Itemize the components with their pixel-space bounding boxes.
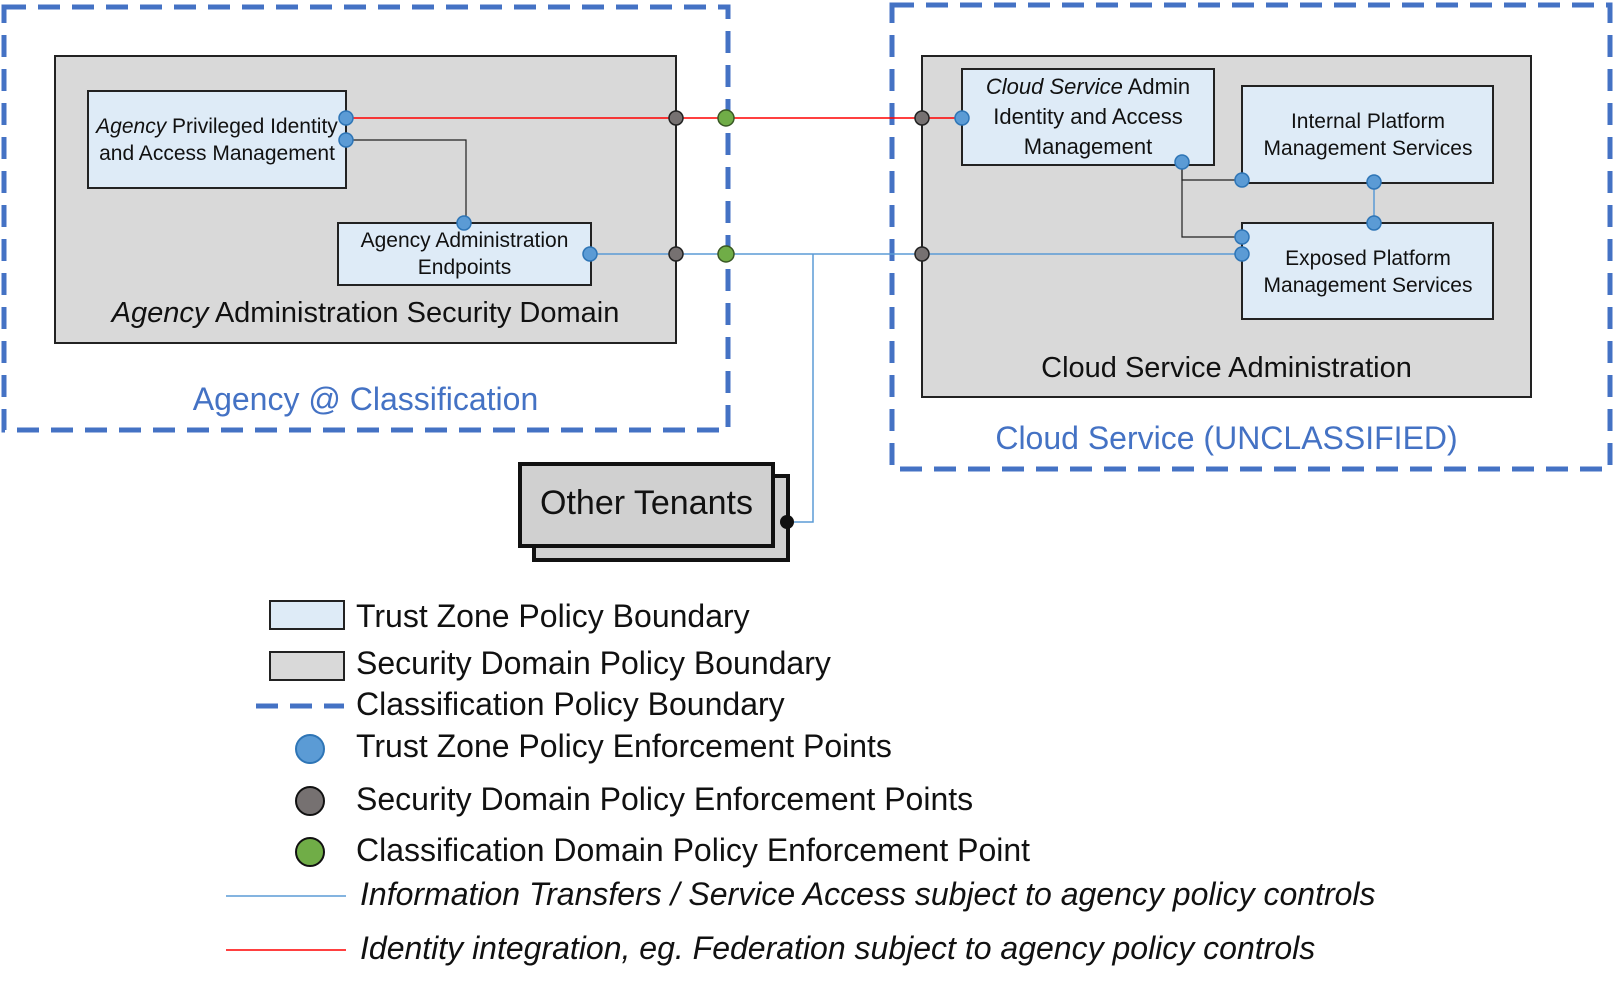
trust-zone-pep — [1234, 229, 1250, 245]
agency-endpoints-label: Agency Administration Endpoints — [342, 225, 587, 283]
other-tenants-link-line — [787, 254, 814, 523]
legend-info-line-label: Information Transfers / Service Access s… — [360, 876, 1376, 912]
exposed-platform-text: Exposed Platform Management Services — [1263, 247, 1473, 297]
internal-platform-text: Internal Platform Management Services — [1263, 110, 1473, 160]
cloud-iam-label: Cloud Service Admin Identity and Access … — [966, 71, 1210, 163]
other-tenants-label: Other Tenants — [540, 484, 753, 522]
cloud-classification-boundary — [889, 2, 1613, 472]
trust-zone-pep — [456, 215, 472, 231]
agency-endpoints-box — [337, 222, 592, 286]
legend-security-domain-label: Security Domain Policy Boundary — [356, 645, 831, 681]
trust-zone-pep — [1234, 246, 1250, 262]
agency-classification-label: Agency @ Classification — [192, 381, 539, 417]
agency-iam-label: Agency Privileged Identity and Access Ma… — [92, 94, 342, 185]
agency-iam-box — [87, 90, 347, 189]
cloud-classification-label: Cloud Service (UNCLASSIFIED) — [995, 420, 1458, 456]
agency-security-domain-label-italic: Agency — [111, 297, 209, 329]
legend-classification-pep-icon — [295, 837, 325, 867]
trust-zone-pep — [1234, 172, 1250, 188]
legend-trust-zone-label: Trust Zone Policy Boundary — [356, 598, 750, 634]
legend-trust-zone-pep-icon — [295, 734, 325, 764]
legend-security-domain-pep-label: Security Domain Policy Enforcement Point… — [356, 781, 974, 817]
agency-security-domain-label: Agency Administration Security Domain — [60, 297, 671, 330]
security-domain-pep — [668, 246, 684, 262]
agency-iam-to-endpoints-line — [346, 139, 467, 223]
cloud-iam-to-exposed-line — [1181, 162, 1242, 238]
exposed-platform-box — [1241, 222, 1494, 320]
trust-zone-pep — [1174, 154, 1190, 170]
legend-identity-line-label: Identity integration, eg. Federation sub… — [360, 930, 1316, 966]
classification-pep — [717, 245, 735, 263]
trust-zone-pep — [1366, 215, 1382, 231]
exposed-platform-label: Exposed Platform Management Services — [1258, 227, 1478, 317]
cloud-iam-label-italic: Cloud Service — [985, 74, 1123, 99]
security-domain-pep — [668, 110, 684, 126]
security-domain-pep — [914, 110, 930, 126]
agency-iam-label-rest: Privileged Identity and Access Managemen… — [99, 114, 338, 165]
trust-zone-pep — [582, 246, 598, 262]
legend-trust-zone-swatch — [269, 600, 345, 630]
trust-zone-pep — [1366, 174, 1382, 190]
cloud-iam-label-rest: Admin Identity and Access Management — [993, 74, 1191, 159]
agency-classification-boundary — [1, 4, 731, 433]
security-domain-pep — [914, 246, 930, 262]
legend-classification-pep-label: Classification Domain Policy Enforcement… — [356, 832, 1031, 868]
classification-pep — [717, 109, 735, 127]
other-tenants-pep — [780, 515, 794, 529]
agency-iam-label-italic: Agency — [96, 114, 167, 138]
legend-security-domain-swatch — [269, 651, 345, 681]
other-tenants-front-box — [518, 462, 775, 548]
legend-classification-label: Classification Policy Boundary — [356, 686, 785, 722]
internal-platform-box — [1241, 85, 1494, 184]
internal-platform-label: Internal Platform Management Services — [1258, 90, 1478, 180]
trust-zone-pep — [338, 132, 354, 148]
legend-security-domain-pep-icon — [295, 786, 325, 816]
agency-endpoints-text: Agency Administration Endpoints — [360, 229, 569, 279]
trust-zone-pep — [338, 110, 354, 126]
agency-security-domain-label-rest: Administration Security Domain — [208, 297, 620, 329]
legend-trust-zone-pep-label: Trust Zone Policy Enforcement Points — [356, 728, 892, 764]
trust-zone-pep — [954, 110, 970, 126]
cloud-security-domain-label: Cloud Service Administration — [1041, 352, 1412, 384]
cloud-iam-box — [961, 68, 1215, 166]
